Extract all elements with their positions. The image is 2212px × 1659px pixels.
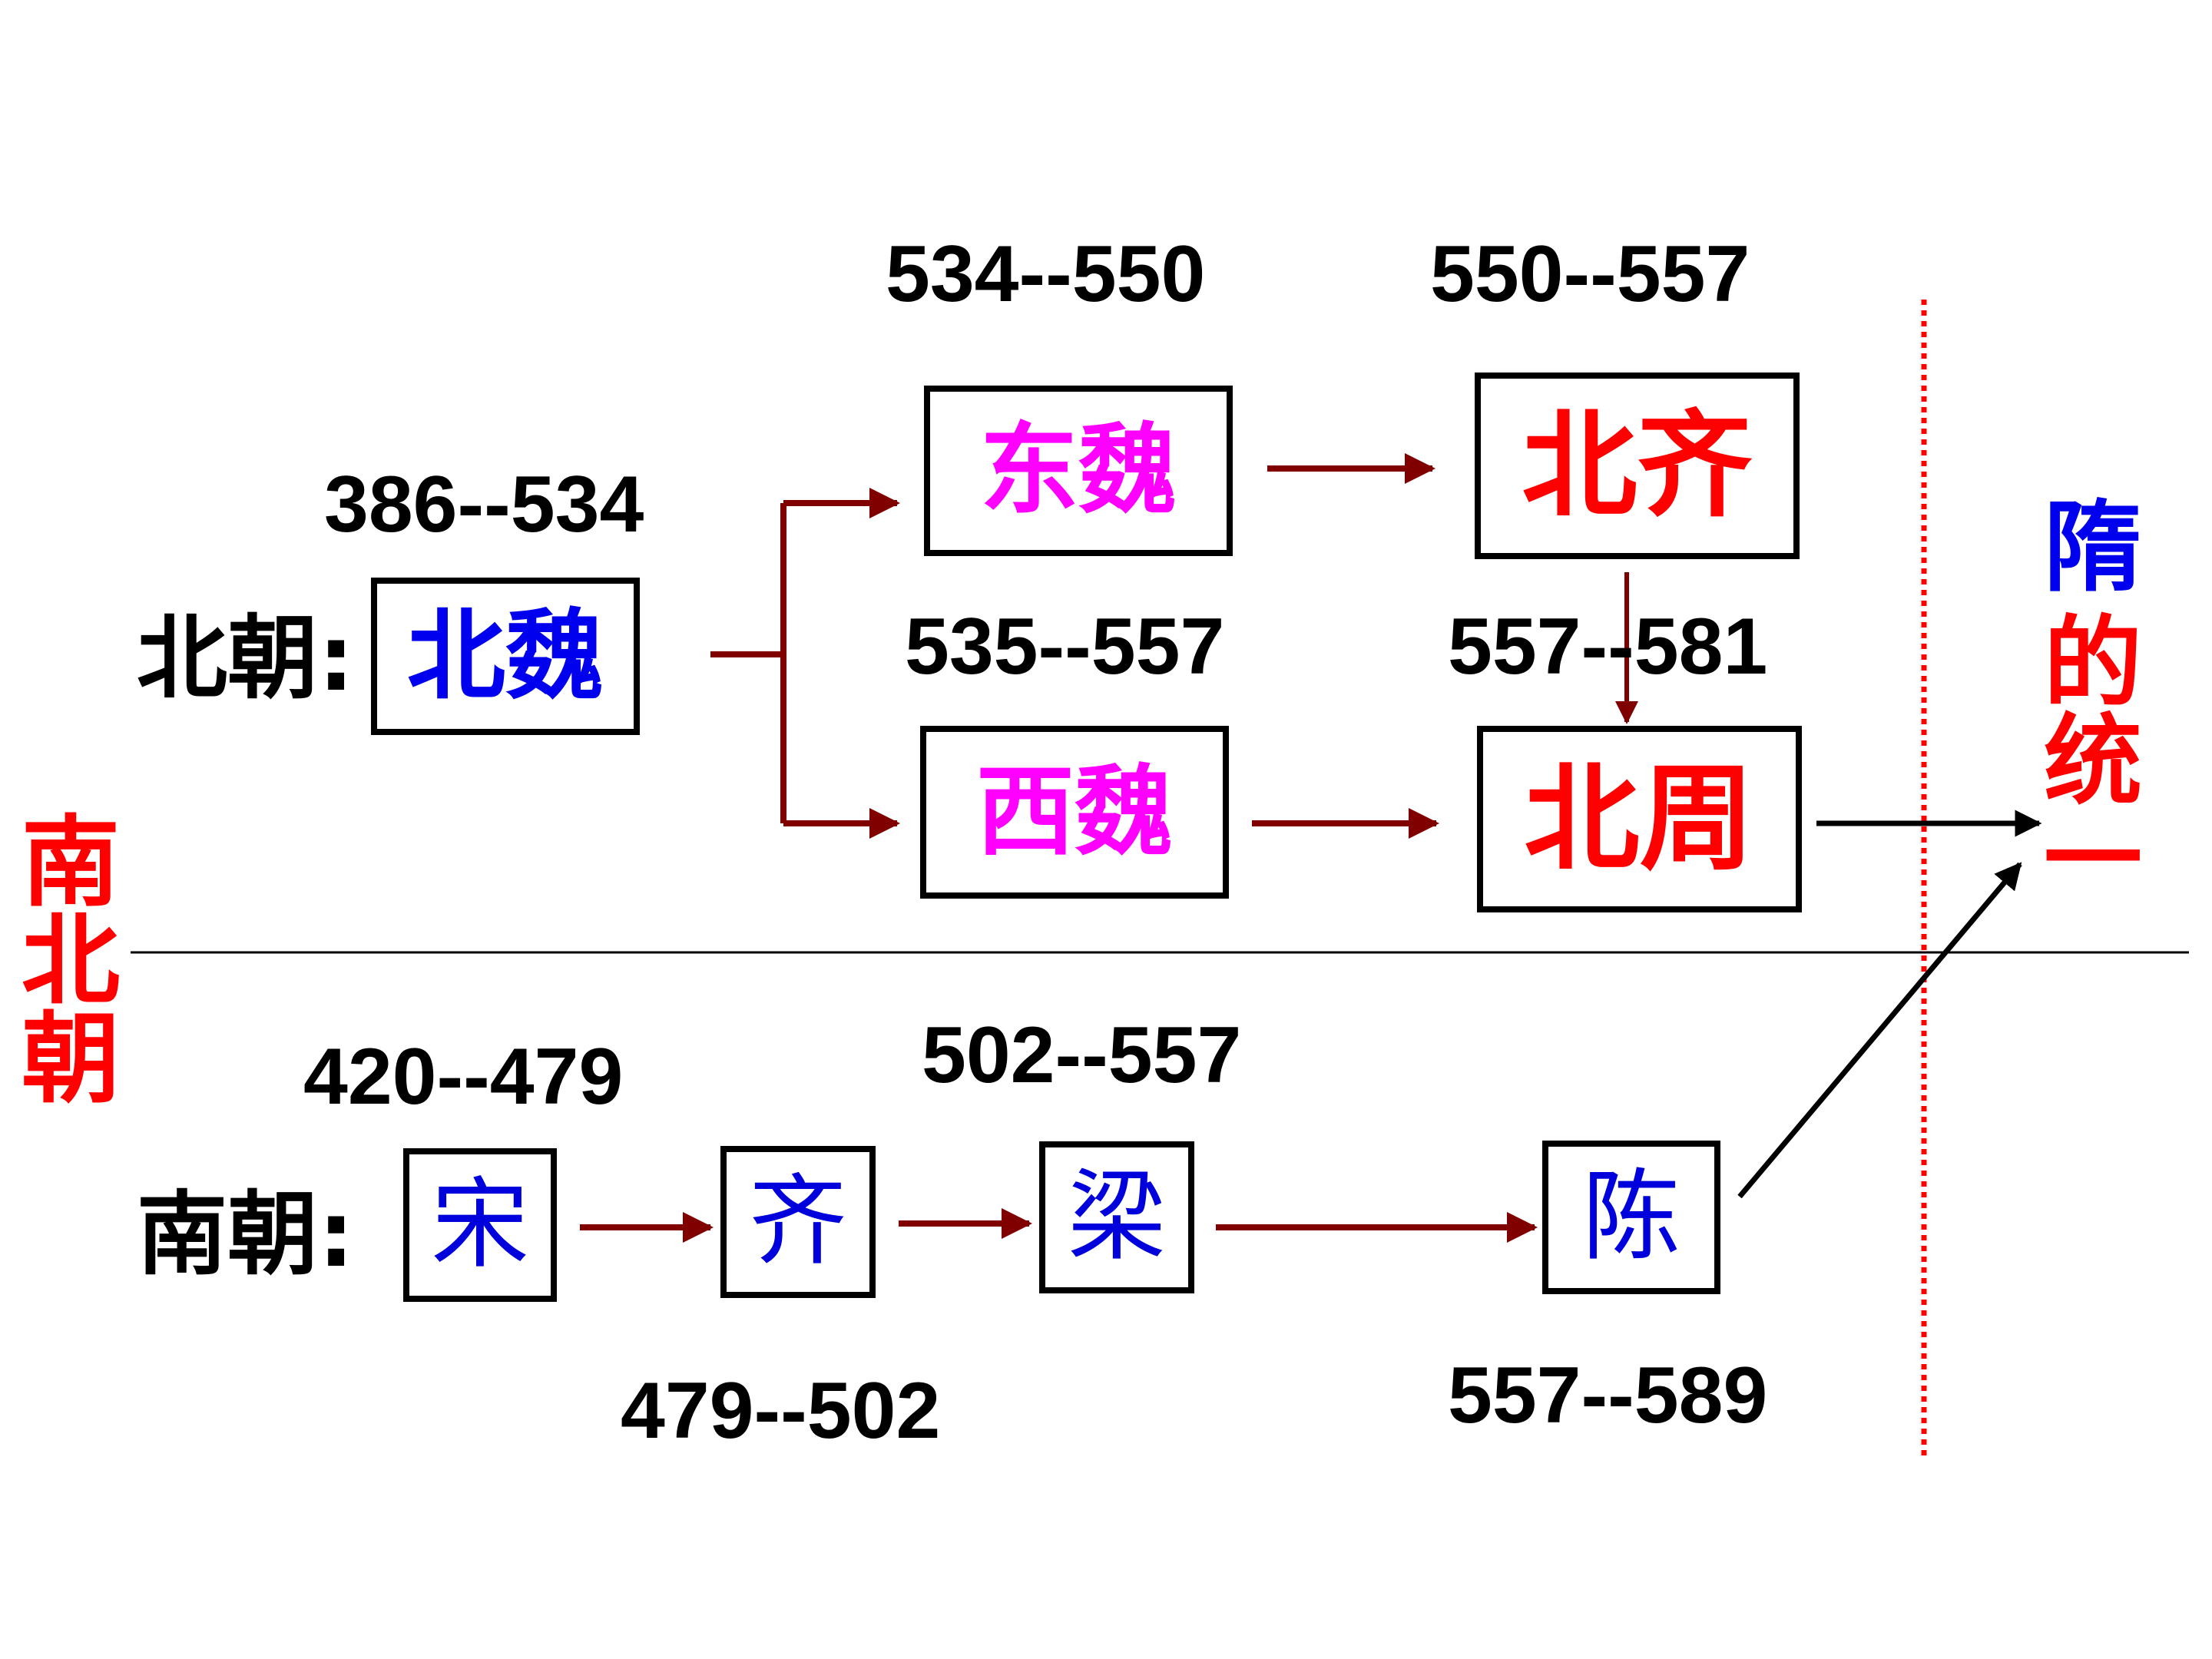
node-chen: 陈 (1542, 1141, 1720, 1294)
song-name: 宋 (430, 1167, 529, 1282)
beiqi-name: 北齐 (1522, 399, 1753, 533)
beiwei-split-connector (710, 503, 786, 823)
beiqi-dates: 550--557 (1430, 230, 1750, 319)
arrow-chen-to-sui (1737, 862, 2022, 1199)
side-label-char: 朝 (21, 1002, 120, 1117)
liang-name: 梁 (1067, 1160, 1166, 1274)
unify-char: 的 (2043, 606, 2142, 720)
north-row-label: 北朝: (137, 605, 355, 711)
xiwei-dates: 535--557 (905, 602, 1225, 691)
node-beizhou: 北周 (1477, 726, 1802, 912)
node-beiqi: 北齐 (1475, 373, 1800, 559)
dongwei-dates: 534--550 (886, 230, 1206, 319)
sui-char: 隋 (2043, 491, 2142, 605)
beiwei-name: 北魏 (406, 598, 604, 714)
node-song: 宋 (403, 1148, 557, 1302)
xiwei-name: 西魏 (975, 754, 1173, 869)
qi-dates: 479--502 (621, 1366, 941, 1455)
side-label-nanbeichao: 南 北 朝 (21, 814, 121, 1109)
side-label-char: 南 (21, 806, 120, 920)
beiwei-dates: 386--534 (324, 460, 644, 549)
node-beiwei: 北魏 (371, 578, 640, 735)
song-dates: 420--479 (303, 1032, 624, 1121)
south-row-label: 南朝: (137, 1181, 355, 1287)
sui-unification-label: 隋 的 统 一 (2043, 499, 2143, 909)
beizhou-name: 北周 (1524, 752, 1755, 886)
beizhou-dates: 557--581 (1448, 602, 1768, 691)
node-xiwei: 西魏 (920, 726, 1229, 899)
node-dongwei: 东魏 (924, 386, 1233, 556)
qi-name: 齐 (748, 1164, 847, 1279)
chen-name: 陈 (1581, 1160, 1681, 1274)
liang-dates: 502--557 (922, 1011, 1242, 1100)
node-liang: 梁 (1039, 1141, 1194, 1293)
side-label-char: 北 (21, 904, 120, 1018)
chen-dates: 557--589 (1448, 1351, 1768, 1440)
unify-char: 统 (2043, 704, 2142, 819)
dongwei-name: 东魏 (979, 413, 1177, 528)
node-qi: 齐 (720, 1146, 876, 1298)
unify-char: 一 (2043, 803, 2142, 917)
